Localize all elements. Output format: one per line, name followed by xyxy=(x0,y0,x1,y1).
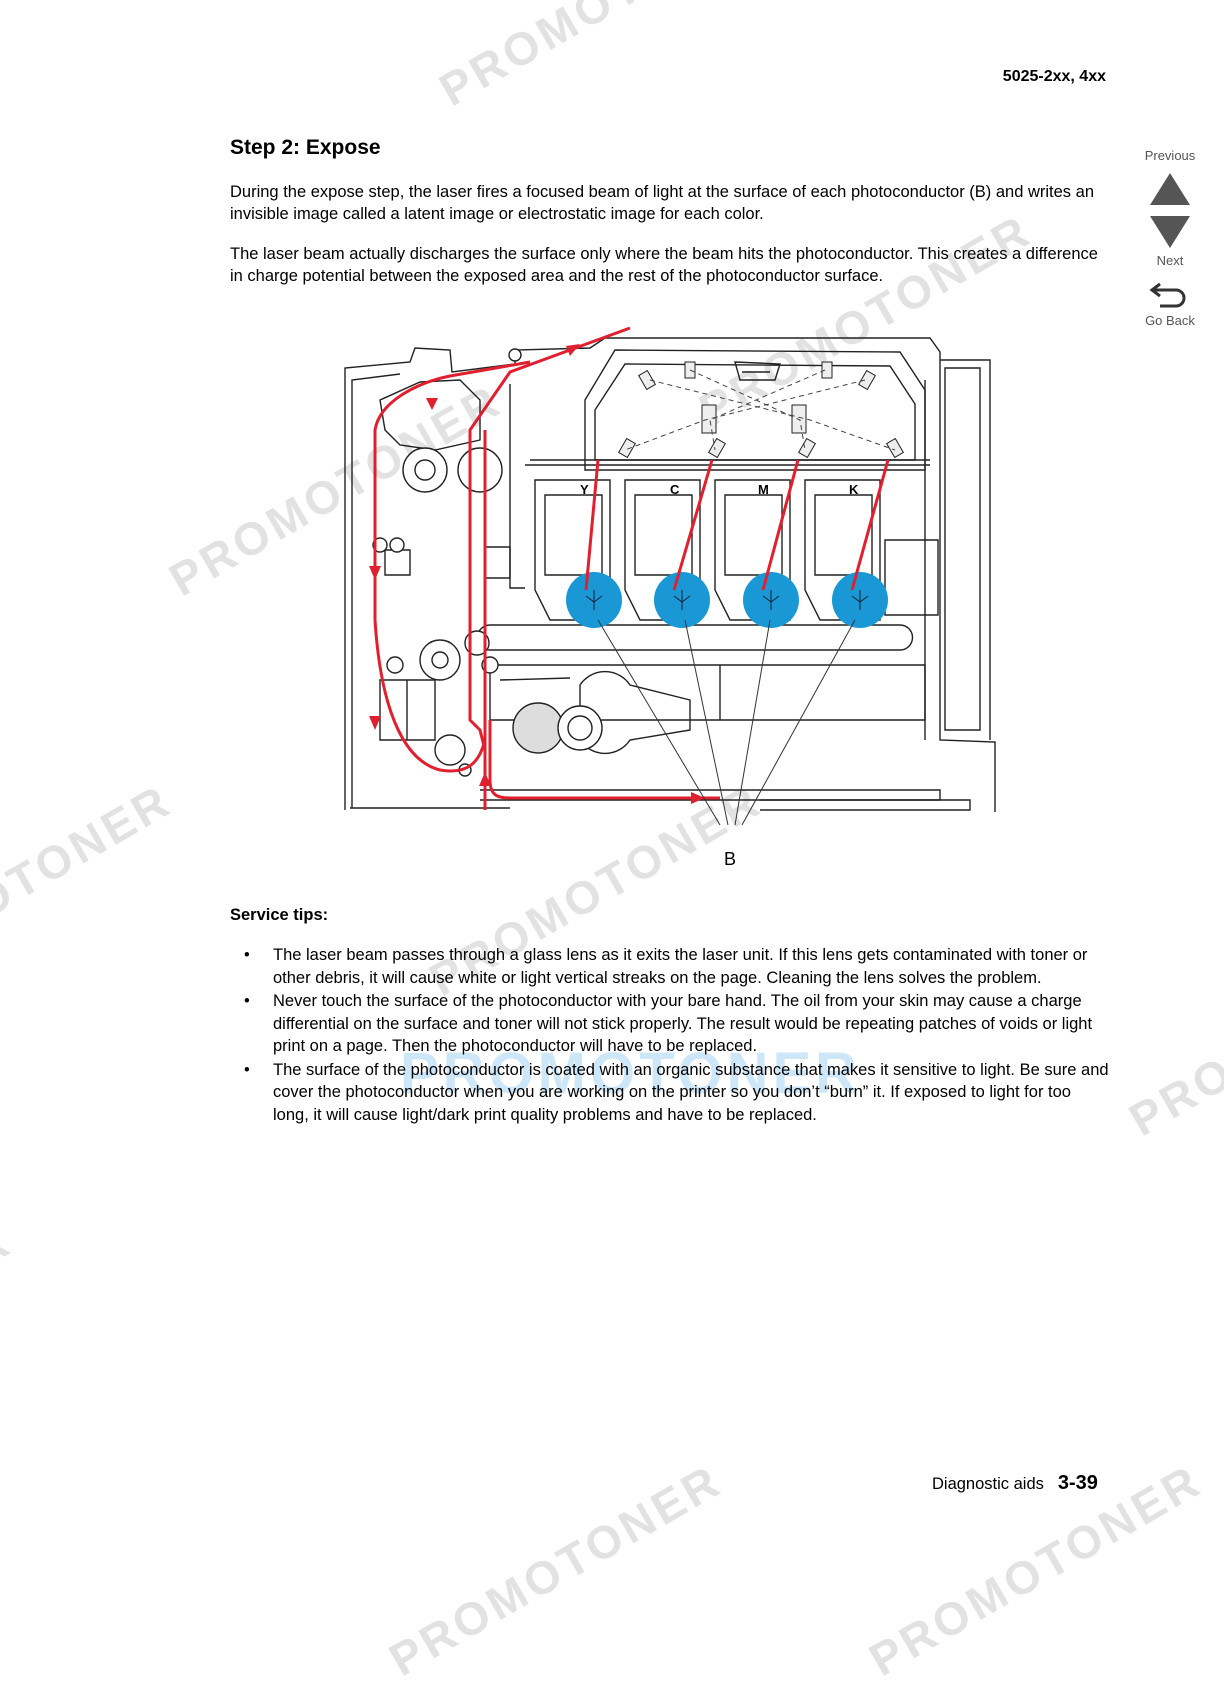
paragraph: The laser beam actually discharges the s… xyxy=(230,245,1098,285)
service-tips-heading: Service tips: xyxy=(230,906,329,924)
bullet: • xyxy=(244,946,250,964)
cartridge-label-c: C xyxy=(670,482,680,497)
go-back-arrow-icon xyxy=(1149,282,1186,308)
next-button[interactable] xyxy=(1128,214,1212,253)
list-item-text: The laser beam passes through a glass le… xyxy=(273,946,1088,987)
bullet: • xyxy=(244,992,250,1010)
diagram-svg: Y C M K B xyxy=(344,326,996,869)
list-item-text: The surface of the photoconductor is coa… xyxy=(273,1060,1109,1124)
cartridge-label-k: K xyxy=(849,482,859,497)
cartridge-label-m: M xyxy=(758,482,769,497)
service-tips-list: • The laser beam passes through a glass … xyxy=(230,944,1110,1127)
paragraph: During the expose step, the laser fires … xyxy=(230,183,1094,223)
nav-panel: Previous Next Go Back xyxy=(1128,148,1212,328)
callout-label-b: B xyxy=(724,849,736,869)
cartridge-label-y: Y xyxy=(580,482,589,497)
watermark-text: PROMOTONER xyxy=(380,1453,731,1686)
previous-label[interactable]: Previous xyxy=(1144,148,1196,163)
printer-cross-section-diagram: Y C M K B xyxy=(340,320,1010,880)
triangle-up-icon xyxy=(1150,173,1190,205)
go-back-label[interactable]: Go Back xyxy=(1145,313,1195,328)
list-item-text: Never touch the surface of the photocond… xyxy=(273,992,1093,1055)
watermark-text: PROMOTONER xyxy=(0,1213,21,1446)
section-title: Step 2: Expose xyxy=(230,136,381,159)
list-item: • The laser beam passes through a glass … xyxy=(230,944,1110,989)
watermark-text: PROMOTONER xyxy=(1120,913,1224,1146)
watermark-text: PROMOTONER xyxy=(0,773,181,1006)
photoconductor-drums xyxy=(566,572,888,628)
page-footer: Diagnostic aids 3-39 xyxy=(932,1472,1098,1495)
list-item: • Never touch the surface of the photoco… xyxy=(230,990,1110,1058)
footer-section-label: Diagnostic aids xyxy=(932,1475,1044,1493)
previous-button[interactable] xyxy=(1128,171,1212,210)
watermark-text: PROMOTONER xyxy=(430,0,781,117)
go-back-button[interactable] xyxy=(1128,278,1212,313)
document-code: 5025-2xx, 4xx xyxy=(1002,68,1106,85)
list-item: • The surface of the photoconductor is c… xyxy=(230,1059,1110,1127)
triangle-down-icon xyxy=(1150,216,1190,248)
bullet: • xyxy=(244,1060,250,1079)
next-label[interactable]: Next xyxy=(1156,253,1184,268)
page-number: 3-39 xyxy=(1057,1472,1098,1494)
